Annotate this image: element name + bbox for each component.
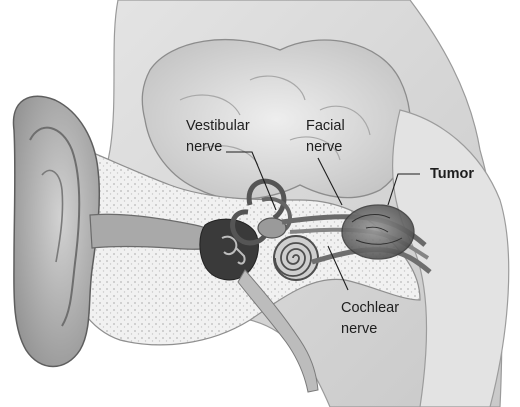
vestibular-label-line2: nerve [186, 139, 222, 155]
external-ear-pinna [13, 96, 99, 366]
cochlear-label-line1: Cochlear [341, 300, 399, 316]
vestibule [258, 218, 286, 238]
vestibular-label-line1: Vestibular [186, 118, 250, 134]
tumor-label: Tumor [430, 166, 474, 182]
facial-label-line1: Facial [306, 118, 345, 134]
tumor-mass [342, 205, 414, 259]
cochlear-label-line2: nerve [341, 321, 377, 337]
brain-temporal-lobe [142, 40, 410, 199]
middle-ear-cavity [200, 219, 259, 280]
facial-label-line2: nerve [306, 139, 342, 155]
